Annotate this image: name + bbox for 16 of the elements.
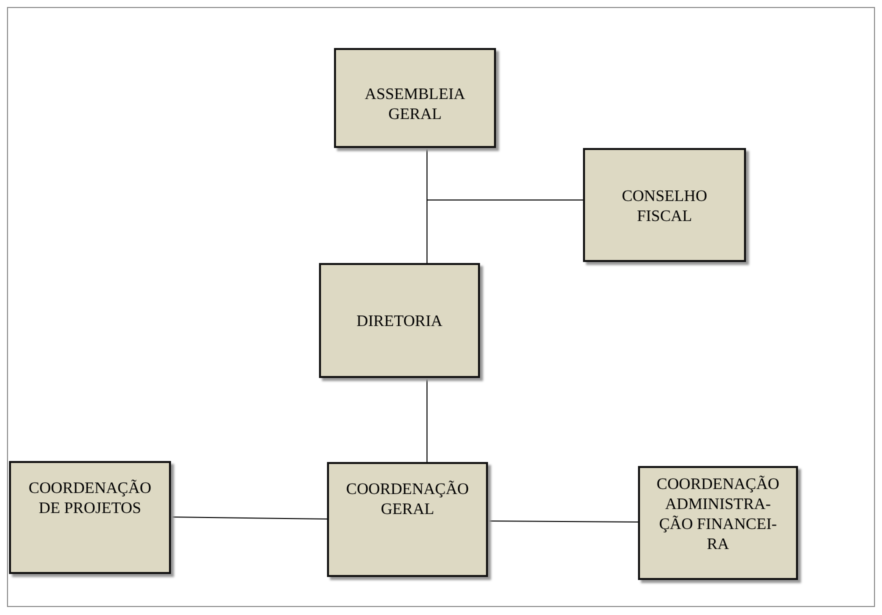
box-label: COORDENAÇÃO GERAL xyxy=(345,480,470,520)
connector-line xyxy=(426,148,584,200)
org-box xyxy=(9,461,171,574)
box-label: CONSELHO FISCAL xyxy=(620,187,708,227)
org-box xyxy=(334,48,496,148)
box-label: COORDENAÇÃO ADMINISTRA- ÇÃO FINANCEI- RA xyxy=(656,475,780,555)
connector-line xyxy=(488,520,638,522)
connector-line xyxy=(170,516,328,520)
org-box xyxy=(638,466,798,580)
org-box xyxy=(583,148,746,262)
box-label: COORDENAÇÃO DE PROJETOS xyxy=(28,479,152,519)
org-box xyxy=(327,462,488,577)
box-label: DIRETORIA xyxy=(356,312,444,332)
connector-line xyxy=(426,378,428,462)
org-box xyxy=(319,263,480,378)
box-label: ASSEMBLEIA GERAL xyxy=(364,85,466,125)
